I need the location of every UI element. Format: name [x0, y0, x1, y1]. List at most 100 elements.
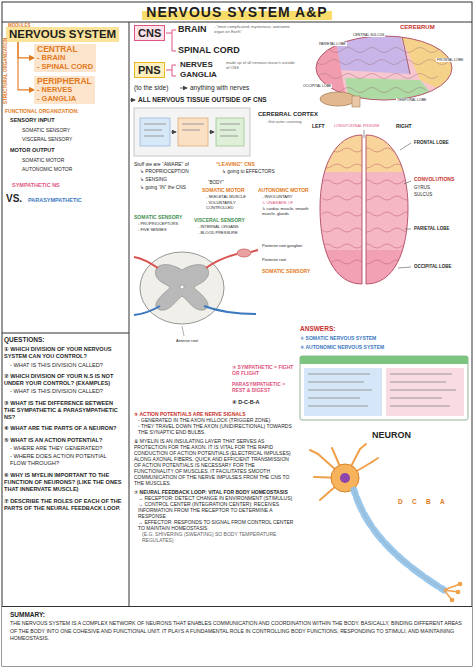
question: ① WHICH DIVISION OF YOUR NERVOUS SYSTEM …	[4, 346, 124, 361]
note-item: - INVOLUNTARY	[262, 195, 293, 200]
sympathetic-chart	[308, 381, 364, 382]
part-label: LONGITUDINAL FISSURE	[334, 124, 379, 129]
connector-arrow	[18, 42, 34, 90]
note-text: Stuff we are “AWARE” of	[134, 161, 189, 167]
note-item: ↳ going “IN” the CNS	[140, 185, 186, 191]
spinal-cord-section	[140, 252, 224, 324]
note-item: - INTERNAL ORGANS	[198, 225, 239, 230]
term-heading: SOMATIC MOTOR	[202, 187, 245, 193]
spinal-cord-section	[134, 257, 158, 268]
functional-organization-figure	[144, 136, 164, 137]
sympathetic-chart	[386, 368, 464, 416]
functional-organization-figure	[209, 132, 214, 133]
functional-organization-figure	[144, 124, 166, 125]
functional-organization-figure	[220, 130, 236, 131]
note-text: (to the side)	[134, 84, 168, 92]
callout-letter: A	[440, 498, 445, 506]
side-label: LEFT	[312, 123, 325, 129]
note-text: “LEAVING” CNS	[216, 161, 255, 167]
neuron-illustration	[444, 584, 460, 590]
neuron-illustration	[354, 490, 444, 590]
cerebrum-illustration	[316, 36, 448, 93]
part-label: TEMPORAL LOBE	[396, 98, 427, 102]
page-frame	[2, 333, 129, 334]
sympathetic-chart	[390, 373, 452, 374]
cerebrum-illustration	[316, 36, 452, 100]
part-name: GANGLIA	[180, 70, 217, 80]
text-column: ① WHICH DIVISION OF YOUR NERVOUS SYSTEM …	[4, 346, 124, 512]
sympathetic-chart	[308, 397, 360, 398]
brain-top-view	[318, 130, 412, 288]
brain-top-view	[322, 244, 412, 248]
side-note: - thin outer covering	[266, 120, 310, 125]
brain-top-view	[400, 143, 411, 150]
node-title: CNS	[138, 27, 161, 39]
brain-top-view	[320, 135, 362, 284]
division-box: CENTRAL- BRAIN- SPINAL CORD	[34, 44, 96, 72]
cerebrum-illustration	[300, 30, 470, 110]
brain-top-view	[322, 148, 412, 264]
sympathetic-chart	[390, 389, 456, 390]
versus-mark: VS.	[6, 193, 22, 205]
functional-organization-figure	[140, 118, 170, 146]
cerebrum-illustration	[300, 30, 470, 110]
outline-heading: SENSORY INPUT	[10, 117, 55, 124]
spinal-cord-section	[204, 306, 256, 314]
node-title: PNS	[138, 64, 161, 76]
division-box: PERIPHERAL- NERVES- GANGLIA	[34, 76, 95, 104]
outline-item: AUTONOMIC MOTOR	[22, 166, 72, 172]
question: ② WHICH DIVISION OF YOUR N.S IS NOT UNDE…	[4, 373, 124, 388]
note-text: “BODY”	[208, 180, 224, 185]
spinal-cord-section	[182, 326, 184, 336]
neuron-illustration	[310, 444, 462, 602]
cerebrum-illustration	[318, 48, 438, 53]
brain-top-view	[322, 228, 412, 232]
sub-question: - WHAT IS THIS DIVISION CALLED?	[10, 388, 124, 395]
module-tag: MODULES	[8, 23, 31, 28]
brain-top-view	[318, 132, 412, 172]
answer: ⑦ NEURAL FEEDBACK LOOP: VITAL FOR BODY H…	[134, 489, 294, 495]
node-title: NERVOUS SYSTEM	[9, 28, 116, 41]
answer: ① SOMATIC NERVOUS SYSTEM	[300, 335, 376, 341]
part-name: NERVES	[180, 60, 213, 70]
note-item: ↳ PROPRIOCEPTION	[140, 169, 189, 175]
cerebrum-illustration	[300, 30, 470, 110]
note-item: - SKELETAL MUSCLE	[206, 195, 246, 200]
neuron-illustration	[360, 444, 366, 449]
cerebrum-illustration	[318, 74, 438, 79]
side-arrow	[130, 100, 135, 101]
node-title: SUMMARY:	[10, 610, 464, 620]
question: ⑥ WHY IS MYELIN IMPORTANT TO THE FUNCTIO…	[4, 472, 124, 494]
question: ⑤ WHAT IS AN ACTION POTENTIAL?	[4, 437, 124, 444]
answer: ② AUTONOMIC NERVOUS SYSTEM	[300, 344, 384, 350]
neuron-illustration	[458, 582, 461, 585]
neuron-illustration	[310, 444, 378, 500]
callout-letter: B	[426, 498, 431, 506]
question: ⑦ DESCRIBE THE ROLES OF EACH OF THE PART…	[4, 498, 124, 513]
answer: ⑤ ACTION POTENTIALS ARE NERVE SIGNALS	[134, 411, 294, 417]
side-arrow	[180, 88, 187, 89]
cerebrum-illustration	[330, 34, 410, 74]
part-label: SULCUS	[414, 192, 432, 197]
note-item: - PROPRIOCEPTORS	[138, 222, 178, 227]
spinal-cord-section	[206, 254, 237, 268]
sympathetic-chart	[390, 397, 442, 398]
sympathetic-chart	[390, 405, 450, 406]
functional-organization-figure	[134, 108, 250, 156]
cerebrum-illustration	[320, 92, 356, 106]
brain-top-view	[364, 130, 365, 138]
part-name: SPINAL CORD	[178, 45, 240, 56]
cerebrum-illustration	[402, 36, 410, 74]
cerebrum-illustration	[330, 88, 426, 93]
brain-top-view	[318, 132, 412, 288]
connector-arrow	[18, 42, 34, 58]
sub-question: - WHERE DOES ACTION POTENTIAL FLOW THROU…	[10, 453, 124, 468]
section-heading: FUNCTIONAL ORGANIZATION:	[5, 108, 79, 114]
brain-top-view	[318, 250, 412, 288]
outline-item: SOMATIC MOTOR	[22, 157, 64, 163]
sympathetic-chart	[304, 368, 382, 416]
cerebrum-illustration	[316, 60, 448, 65]
side-heading: STRUCTURAL ORGANIZATION	[3, 38, 8, 104]
brain-top-view	[322, 180, 412, 184]
